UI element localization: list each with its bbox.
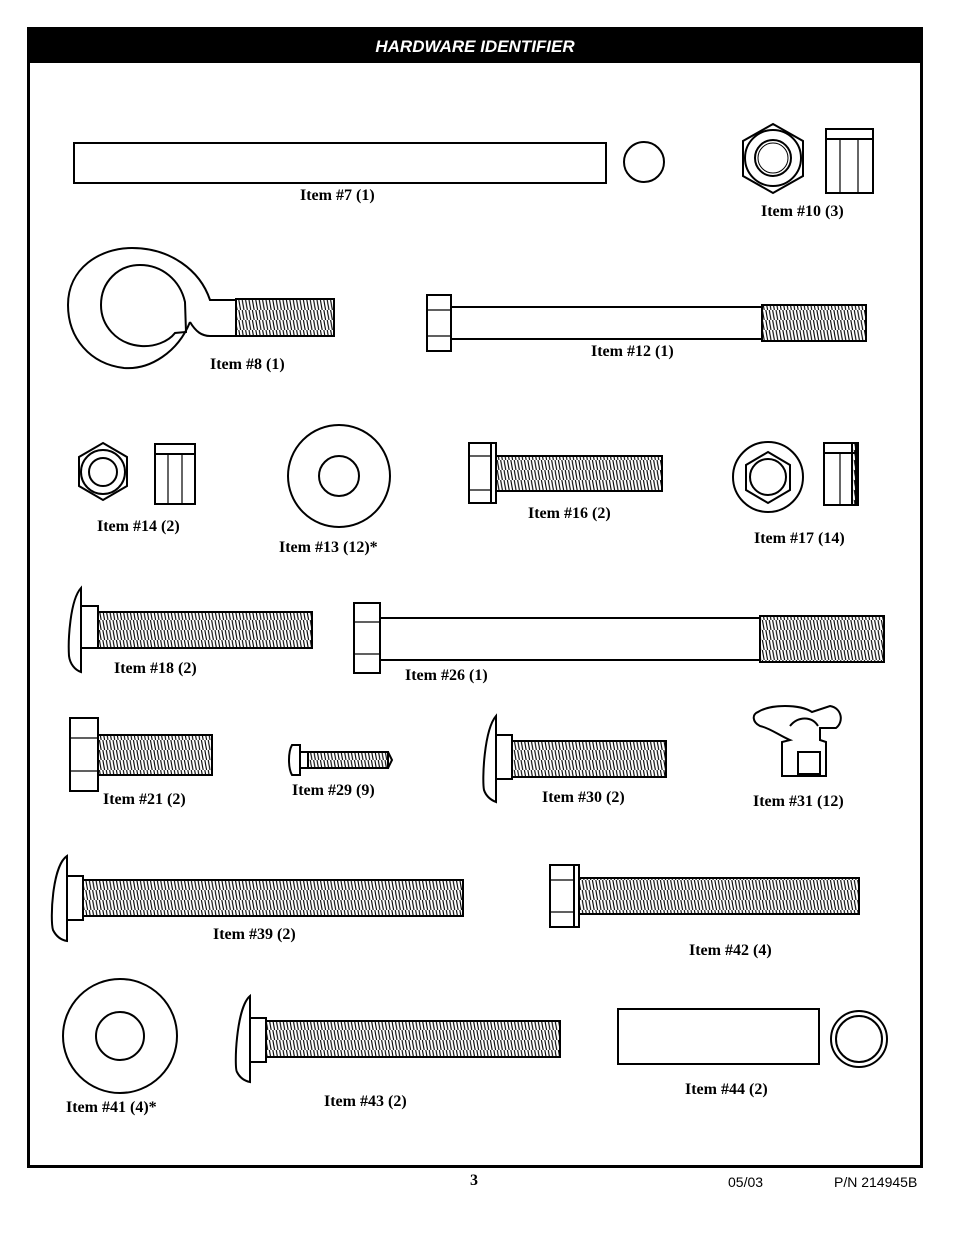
item-label: Item #7 (1) [300, 187, 375, 204]
item-43-carriage-bolt [234, 993, 561, 1084]
item-31-clip-nut [752, 704, 842, 777]
revision-date: 05/03 [728, 1174, 764, 1190]
page-number: 3 [470, 1172, 478, 1189]
item-label: Item #29 (9) [292, 782, 375, 799]
item-label: Item #12 (1) [591, 343, 674, 360]
item-label: Item #13 (12)* [279, 539, 378, 556]
item-21-hex-bolt [69, 717, 213, 792]
item-41-washer [62, 978, 178, 1094]
item-39-carriage-bolt [50, 854, 464, 943]
item-label: Item #8 (1) [210, 356, 285, 373]
item-8-eye-hook [66, 246, 335, 370]
item-12-hex-bolt [426, 294, 867, 352]
item-label: Item #39 (2) [213, 926, 296, 943]
item-label: Item #44 (2) [685, 1081, 768, 1098]
item-label: Item #41 (4)* [66, 1099, 157, 1116]
item-14-nut [78, 441, 196, 505]
item-42-flange-bolt [549, 864, 860, 928]
item-16-flange-bolt [468, 442, 663, 504]
item-29-screw [288, 744, 394, 776]
item-label: Item #16 (2) [528, 505, 611, 522]
item-label: Item #10 (3) [761, 203, 844, 220]
item-label: Item #42 (4) [689, 942, 772, 959]
item-label: Item #14 (2) [97, 518, 180, 535]
item-18-carriage-bolt [67, 585, 313, 674]
item-label: Item #31 (12) [753, 793, 844, 810]
item-label: Item #17 (14) [754, 530, 845, 547]
item-label: Item #18 (2) [114, 660, 197, 677]
item-26-hex-bolt [353, 602, 885, 674]
item-44-spacer [617, 1008, 888, 1068]
item-label: Item #26 (1) [405, 667, 488, 684]
item-10-lock-nut [742, 122, 874, 195]
item-17-flange-nut [732, 441, 859, 513]
item-30-carriage-bolt [482, 713, 667, 804]
part-number: P/N 214945B [834, 1174, 918, 1190]
page-title: HARDWARE IDENTIFIER [30, 30, 920, 63]
item-label: Item #30 (2) [542, 789, 625, 806]
item-label: Item #21 (2) [103, 791, 186, 808]
hardware-frame: HARDWARE IDENTIFIER [27, 27, 923, 1168]
item-13-washer [287, 424, 391, 528]
item-7-rod [73, 141, 665, 184]
item-label: Item #43 (2) [324, 1093, 407, 1110]
